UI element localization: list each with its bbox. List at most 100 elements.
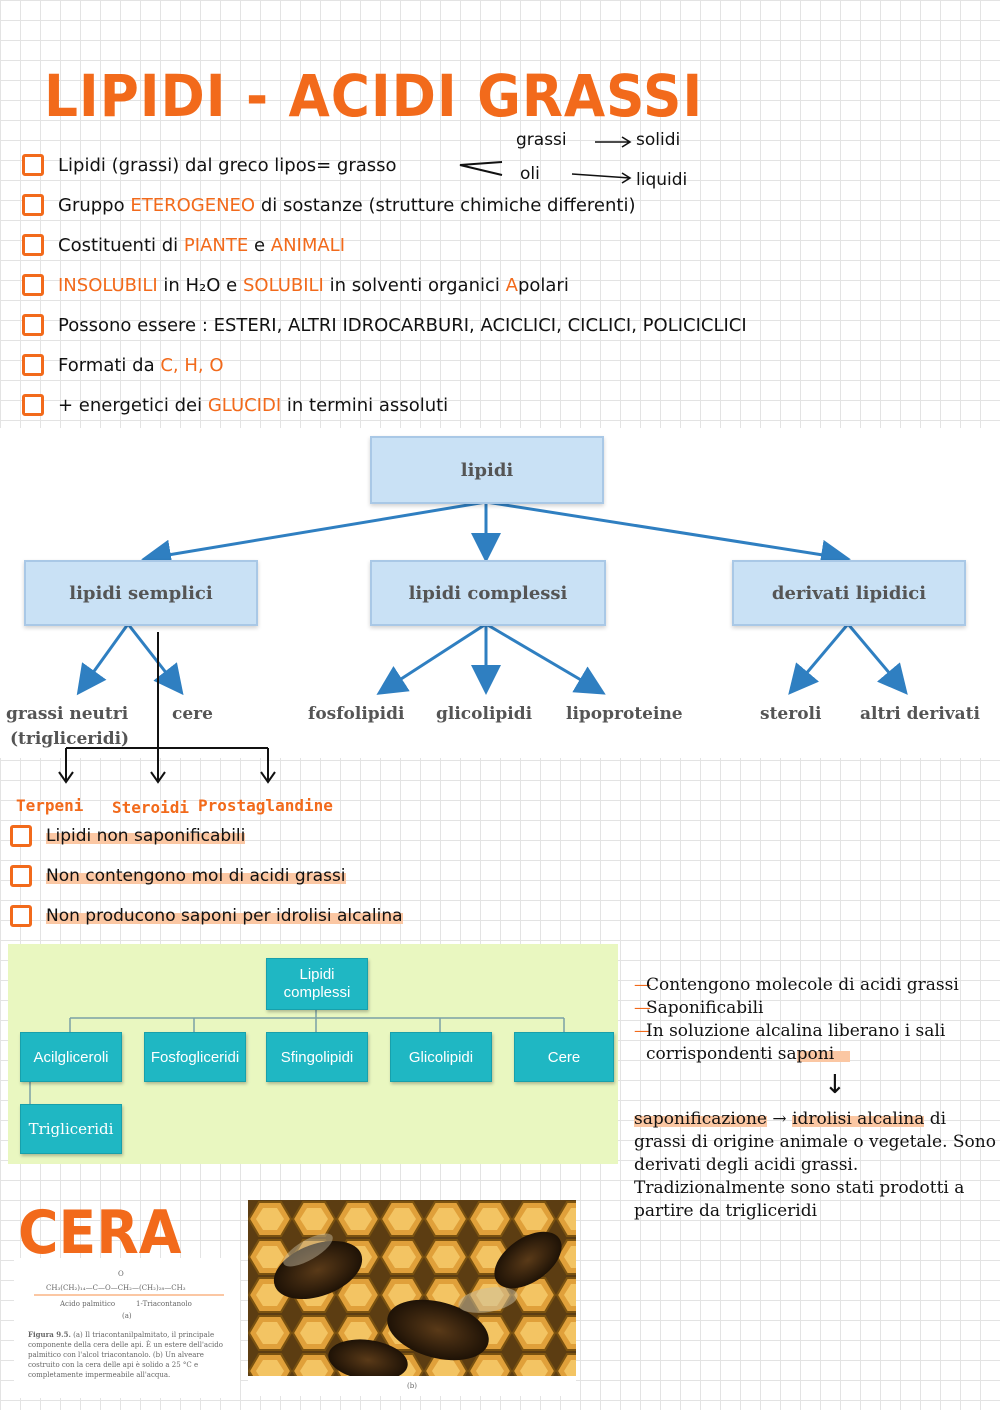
highlight-term: SOLUBILI: [242, 274, 324, 296]
page-title: LIPIDI - ACIDI GRASSI: [44, 62, 704, 130]
formula-underline: [34, 1294, 224, 1296]
formula-text: CH₃(CH₂)₁₄—C—O—CH₂—(CH₂)₂₈—CH₃: [46, 1284, 186, 1292]
text-segment: e: [248, 234, 271, 256]
bullet-text: + energetici dei GLUCIDI in termini asso…: [58, 395, 448, 416]
leaf-glicolipidi: glicolipidi: [436, 704, 533, 724]
node-lipidi-semplici: lipidi semplici: [24, 560, 258, 626]
list-item-text: Contengono molecole di acidi grassi: [646, 975, 959, 995]
highlight-term: A: [505, 274, 518, 296]
leaf-altri-derivati: altri derivati: [860, 704, 980, 724]
checkbox-icon: [22, 394, 44, 416]
checkbox-icon: [10, 905, 32, 927]
bullet-text: Lipidi (grassi) dal greco lipos= grasso: [58, 155, 397, 176]
formula-label-acid: Acido palmitico: [60, 1300, 116, 1308]
note-liquidi: liquidi: [636, 170, 688, 190]
term-saponificazione: saponificazione: [634, 1109, 767, 1129]
node-derivati-lipidici: derivati lipidici: [732, 560, 966, 626]
node-lipidi-complessi: lipidi complessi: [370, 560, 606, 626]
checkbox-icon: [22, 314, 44, 336]
leaf-trigliceridi: (trigliceridi): [10, 729, 130, 749]
text-segment: in H₂O e: [157, 274, 243, 296]
highlight-term: INSOLUBILI: [58, 274, 158, 296]
checkbox-icon: [22, 274, 44, 296]
saponifiable-list: —Contengono molecole di acidi grassi —Sa…: [634, 974, 996, 1066]
def-rest: di grassi di origine animale o vegetale.…: [634, 1109, 996, 1221]
checkbox-icon: [10, 865, 32, 887]
bullet-text: Formati da C, H, O: [58, 355, 224, 376]
caption-bold: Figura 9.5.: [28, 1330, 71, 1339]
checkbox-icon: [22, 154, 44, 176]
bullet-item: Gruppo ETEROGENEO di sostanze (strutture…: [22, 185, 782, 225]
node-acilgliceroli: Acilgliceroli: [20, 1032, 122, 1082]
formula-label-alcohol: 1-Triacontanolo: [136, 1300, 192, 1308]
label-prostaglandine: Prostaglandine: [198, 796, 333, 815]
bullet-item: Formati da C, H, O: [22, 345, 782, 385]
bullet-item: INSOLUBILI in H₂O e SOLUBILI in solventi…: [22, 265, 782, 305]
text-segment: Gruppo: [58, 194, 131, 216]
text-segment: in termini assoluti: [281, 394, 449, 416]
node-lipidi: lipidi: [370, 436, 604, 504]
bullet-item: Lipidi non saponificabili: [10, 816, 610, 856]
figure-b-label: (b): [248, 1376, 576, 1396]
node-glicolipidi: Glicolipidi: [390, 1032, 492, 1082]
formula-oxygen: O: [118, 1270, 124, 1278]
note-grassi: grassi: [516, 130, 567, 150]
highlight-term: GLUCIDI: [207, 394, 282, 416]
cera-title: CERA: [18, 1198, 182, 1268]
bullet-text: Lipidi non saponificabili: [46, 826, 246, 846]
text-segment: + energetici dei: [58, 394, 208, 416]
label-steroidi: Steroidi: [112, 798, 190, 817]
highlight-term: ETEROGENEO: [130, 194, 256, 216]
checkbox-icon: [10, 825, 32, 847]
bullet-text: Non producono saponi per idrolisi alcali…: [46, 906, 403, 926]
highlight-term: PIANTE: [183, 234, 249, 256]
saponi-highlight: poni: [796, 1044, 835, 1064]
node-trigliceridi: Trigliceridi: [20, 1104, 122, 1154]
text-segment: Lipidi (grassi) dal greco lipos= grasso: [58, 154, 397, 176]
list-item-text: In soluzione alcalina liberano i sali: [646, 1021, 946, 1041]
wax-formula-figure: O CH₃(CH₂)₁₄—C—O—CH₂—(CH₂)₂₈—CH₃ Acido p…: [14, 1258, 240, 1398]
hand-connector: [58, 632, 276, 784]
text-segment: Costituenti di: [58, 234, 184, 256]
checkbox-icon: [22, 234, 44, 256]
figure-caption: Figura 9.5. (a) Il triacontanilpalmitato…: [28, 1330, 236, 1380]
complex-lipids-diagram: Lipidi complessi Acilgliceroli Fosfoglic…: [8, 944, 618, 1164]
honeycomb-photo: (b): [248, 1200, 576, 1396]
list-item-continuation: corrispondenti saponi: [634, 1043, 996, 1066]
text-segment: polari: [517, 274, 569, 296]
node-cere: Cere: [514, 1032, 614, 1082]
branch-arrows: [459, 136, 632, 184]
caption-text: (a) Il triacontanilpalmitato, il princip…: [28, 1331, 223, 1379]
leaf-lipoproteine: lipoproteine: [566, 704, 683, 724]
def-highlight: idrolisi alcalina: [792, 1109, 925, 1129]
bullet-text: Possono essere : ESTERI, ALTRI IDROCARBU…: [58, 315, 747, 336]
figure-a-label: (a): [122, 1312, 132, 1320]
text-segment: Possono essere : ESTERI, ALTRI IDROCARBU…: [58, 314, 747, 336]
bullet-item: Non contengono mol di acidi grassi: [10, 856, 610, 896]
honeycomb-image: [248, 1200, 576, 1396]
node-lipidi-complessi-root: Lipidi complessi: [266, 958, 368, 1010]
bullet-text: INSOLUBILI in H₂O e SOLUBILI in solventi…: [58, 275, 569, 296]
saponification-paragraph: saponificazione → idrolisi alcalina di g…: [634, 1108, 996, 1223]
bullet-item: Non producono saponi per idrolisi alcali…: [10, 896, 610, 936]
list-item: —Contengono molecole di acidi grassi: [634, 975, 959, 995]
list-item: —In soluzione alcalina liberano i sali: [634, 1021, 946, 1041]
down-arrow-icon: ↓: [824, 1070, 846, 1100]
continuation-text: corrispondenti sa: [646, 1044, 797, 1064]
text-segment: di sostanze (strutture chimiche differen…: [255, 194, 636, 216]
list-item-text: Saponificabili: [646, 998, 764, 1018]
arrow-right-icon: →: [767, 1109, 793, 1129]
checkbox-icon: [22, 354, 44, 376]
node-fosfogliceridi: Fosfogliceridi: [144, 1032, 246, 1082]
bullet-item: + energetici dei GLUCIDI in termini asso…: [22, 385, 782, 425]
node-sfingolipidi: Sfingolipidi: [266, 1032, 368, 1082]
text-segment: in solventi organici: [323, 274, 506, 296]
bullet-item: Costituenti di PIANTE e ANIMALI: [22, 225, 782, 265]
highlight-term: ANIMALI: [270, 234, 346, 256]
bullet-text: Gruppo ETEROGENEO di sostanze (strutture…: [58, 195, 635, 216]
leaf-grassi-neutri: grassi neutri: [6, 704, 129, 724]
highlight-term: C, H, O: [160, 354, 224, 376]
leaf-steroli: steroli: [760, 704, 822, 724]
